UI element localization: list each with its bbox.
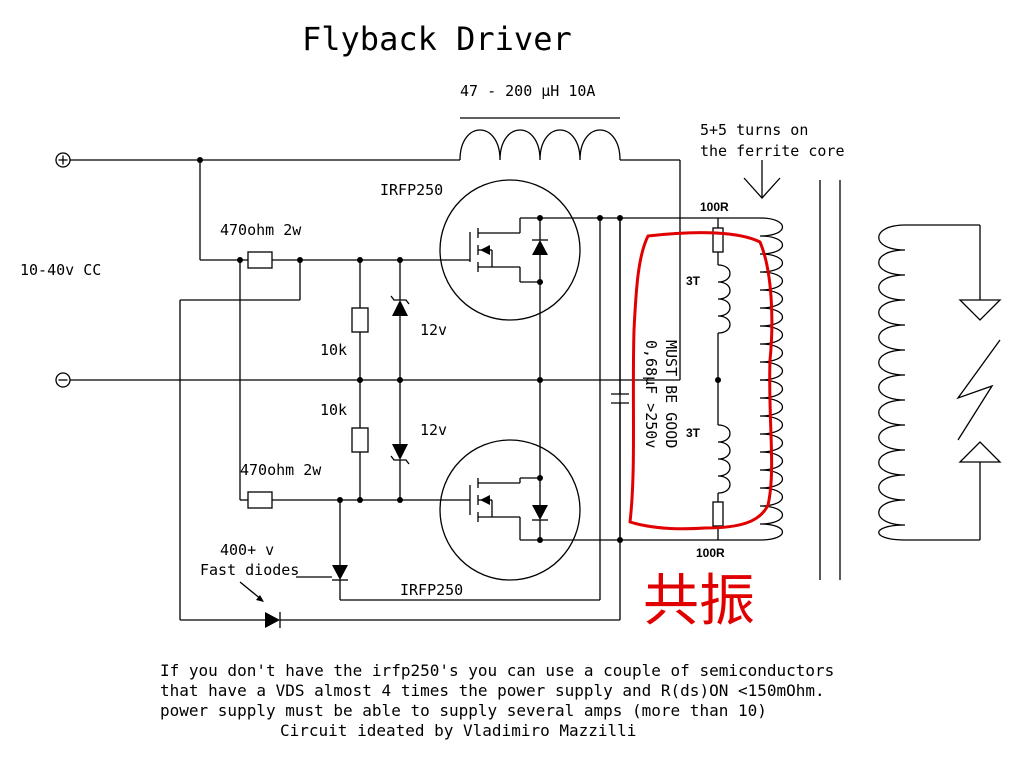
note-line-3: power supply must be able to supply seve…	[160, 701, 767, 720]
minus-terminal	[55, 372, 71, 388]
resistor-470-top-label: 470ohm 2w	[220, 221, 302, 239]
note-line-1: If you don't have the irfp250's you can …	[160, 661, 834, 680]
snubber-branch	[712, 218, 731, 540]
zener-bottom	[390, 380, 410, 500]
resistor-470-bottom-label: 470ohm 2w	[240, 461, 322, 479]
primary-pointer-arrow	[743, 160, 781, 199]
primary-note-line1: 5+5 turns on	[700, 121, 808, 139]
spark-icon	[956, 339, 1001, 441]
note-line-2: that have a VDS almost 4 times the power…	[160, 681, 825, 700]
diagram-title: Flyback Driver	[302, 20, 572, 58]
mosfet-top-label: IRFP250	[380, 181, 443, 199]
bias-wiring	[179, 160, 621, 621]
junction-dots	[197, 157, 721, 543]
mosfet-bottom-label: IRFP250	[400, 581, 463, 599]
resonant-capacitor	[611, 218, 629, 540]
resonance-highlight-outline	[628, 231, 774, 531]
resistor-10k-top-label: 10k	[320, 341, 347, 359]
plus-terminal	[55, 152, 71, 168]
inductor	[459, 117, 621, 161]
primary-note-line2: the ferrite core	[700, 142, 845, 160]
zener-top	[390, 260, 410, 380]
diodes-voltage-label: 400+ v	[220, 541, 274, 559]
resonance-handwritten-label: 共振	[643, 569, 755, 634]
diodes-type-label: Fast diodes	[200, 561, 299, 579]
resistor-470-bottom	[247, 491, 273, 509]
note-credit: Circuit ideated by Vladimiro Mazzilli	[280, 721, 636, 740]
spark-gap-electrodes	[958, 299, 1002, 463]
supply-label: 10-40v CC	[20, 261, 101, 279]
resistor-10k-top	[351, 260, 369, 380]
zener-top-label: 12v	[420, 321, 447, 339]
zener-bottom-label: 12v	[420, 421, 447, 439]
capacitor-warning-label: MUST BE GOOD	[662, 340, 680, 448]
secondary-winding	[878, 224, 981, 541]
fast-diode-vertical	[332, 565, 348, 581]
resistor-470-top	[247, 251, 273, 269]
primary-winding	[759, 217, 783, 541]
mosfet-top	[439, 179, 581, 321]
fast-diode-horizontal	[265, 612, 281, 628]
snubber-coil-bottom-label: 3T	[686, 426, 701, 440]
capacitor-value-label: 0,68µF >250v	[642, 340, 660, 448]
resistor-10k-bottom-label: 10k	[320, 401, 347, 419]
mosfet-bottom	[439, 439, 581, 581]
top-rail	[70, 159, 681, 380]
snubber-resistor-top-label: 100R	[700, 200, 729, 214]
inductor-label: 47 - 200 µH 10A	[460, 82, 595, 100]
resistor-10k-bottom	[351, 380, 369, 500]
diode-pointer-arrows	[239, 576, 332, 602]
snubber-resistor-bottom-label: 100R	[696, 546, 725, 560]
snubber-coil-top-label: 3T	[686, 274, 701, 288]
